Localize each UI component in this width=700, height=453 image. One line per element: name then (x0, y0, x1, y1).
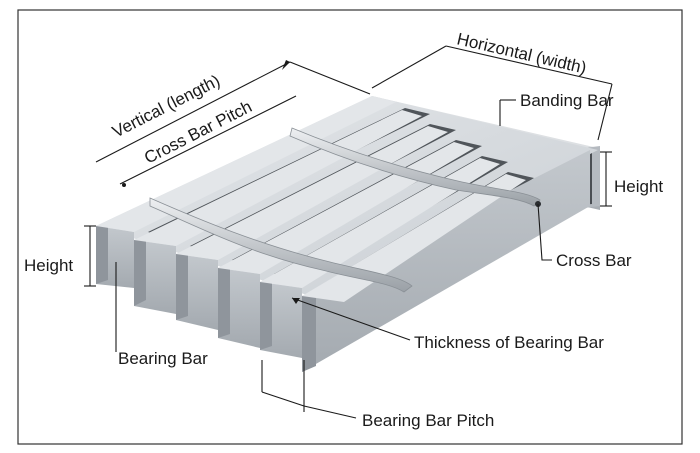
cross-bar-front (149, 197, 413, 293)
label-bearing-bar-pitch: Bearing Bar Pitch (362, 411, 494, 430)
grating (96, 96, 600, 372)
leader-lines (84, 45, 613, 419)
bearing-bars-front (96, 150, 590, 372)
label-horizontal-width: Horizontal (width) (455, 29, 588, 77)
label-banding-bar: Banding Bar (520, 91, 614, 110)
frame-border (17, 9, 683, 445)
label-height-right: Height (614, 177, 663, 196)
label-thickness-of-bearing-bar: Thickness of Bearing Bar (414, 333, 604, 352)
label-height-left: Height (24, 256, 73, 275)
label-bearing-bar: Bearing Bar (118, 349, 208, 368)
label-cross-bar: Cross Bar (556, 251, 632, 270)
